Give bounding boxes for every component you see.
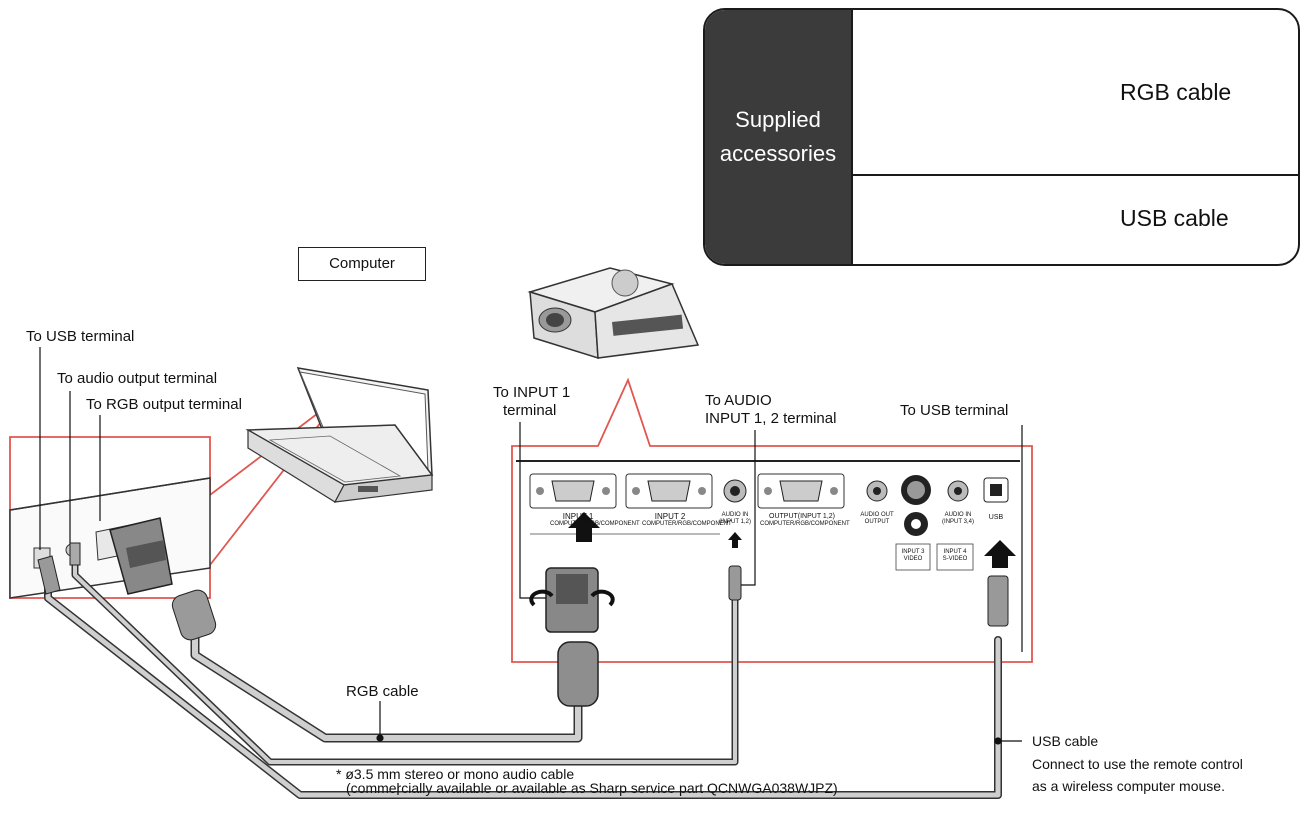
accessories-title-line2: accessories [719, 141, 837, 166]
callout-computer-audio: To audio output terminal [57, 370, 218, 387]
accessories-divider-vertical [851, 10, 853, 264]
projector-illustration [527, 267, 700, 360]
panel-label-input3-sub: VIDEO [903, 556, 923, 562]
projector-port-inset [511, 377, 1033, 663]
label-audio-cable-line2: (commercially available or available as … [346, 780, 838, 796]
panel-label-usb: USB [988, 514, 1004, 521]
computer-side-plugs [37, 517, 217, 641]
projector-callout-lines [519, 422, 1023, 652]
projector-side-plugs [529, 565, 1009, 707]
supplied-accessories-panel: Supplied accessories RGB cable USB cable [703, 8, 1300, 266]
panel-label-output-name: OUTPUT(INPUT 1,2) [769, 513, 835, 520]
panel-label-input3-name: INPUT 3 [901, 549, 925, 555]
accessories-heading: Supplied accessories [705, 10, 851, 264]
panel-label-output-sub: COMPUTER/RGB/COMPONENT [760, 521, 850, 527]
callout-computer-rgb: To RGB output terminal [86, 396, 242, 413]
panel-label-audio-out: AUDIO OUT OUTPUT [858, 512, 896, 526]
callout-audio-line2: INPUT 1, 2 terminal [705, 410, 837, 427]
panel-label-audio-in1-name: AUDIO IN [721, 512, 749, 518]
label-rgb-cable: RGB cable [346, 683, 419, 700]
panel-label-input1-name: INPUT 1 [562, 512, 594, 521]
label-usb-note-line1: Connect to use the remote control [1032, 756, 1243, 772]
panel-label-input1: INPUT 1 COMPUTER/RGB/COMPONENT [550, 512, 640, 528]
callout-input1-line2: terminal [503, 402, 557, 419]
callout-projector-usb: To USB terminal [900, 402, 1009, 419]
panel-label-input2-sub: COMPUTER/RGB/COMPONENT [642, 521, 732, 527]
panel-label-input4-sub: S-VIDEO [942, 556, 968, 562]
panel-label-audio-out-name: AUDIO OUT [860, 512, 894, 518]
label-usb-note-line2: as a wireless computer mouse. [1032, 778, 1225, 794]
panel-label-input2-name: INPUT 2 [654, 512, 686, 521]
panel-label-audio-in2-name: AUDIO IN [944, 512, 972, 518]
panel-label-audio-in1: AUDIO IN (INPUT 1,2) [717, 512, 753, 526]
panel-label-input3: INPUT 3 VIDEO [896, 549, 930, 563]
panel-label-input2: INPUT 2 COMPUTER/RGB/COMPONENT [642, 512, 732, 528]
panel-label-input1-sub: COMPUTER/RGB/COMPONENT [550, 521, 640, 527]
computer-label: Computer [298, 247, 426, 281]
computer-port-inset [9, 394, 343, 599]
panel-label-audio-in1-sub: (INPUT 1,2) [719, 519, 751, 525]
panel-label-input4: INPUT 4 S-VIDEO [937, 549, 973, 563]
panel-label-audio-in2-sub: (INPUT 3,4) [942, 519, 974, 525]
label-usb-cable: USB cable [1032, 733, 1099, 749]
accessories-title-line1: Supplied [735, 107, 821, 132]
panel-label-output: OUTPUT(INPUT 1,2) COMPUTER/RGB/COMPONENT [760, 512, 850, 528]
callout-computer-usb: To USB terminal [26, 328, 135, 345]
panel-label-audio-out-sub: OUTPUT [864, 519, 890, 525]
computer-callout-lines [39, 347, 101, 550]
callout-input1-line1: To INPUT 1 [493, 384, 571, 401]
accessory-usb-cable-label: USB cable [1120, 205, 1229, 231]
insert-arrows [568, 512, 1016, 568]
callout-audio-line1: To AUDIO [705, 392, 772, 409]
panel-label-audio-in2: AUDIO IN (INPUT 3,4) [939, 512, 977, 526]
accessories-divider-horizontal [851, 174, 1298, 176]
accessory-rgb-cable-label: RGB cable [1120, 79, 1232, 105]
label-audio-cable-line1: * ø3.5 mm stereo or mono audio cable [336, 766, 575, 782]
panel-label-input4-name: INPUT 4 [943, 549, 967, 555]
laptop-illustration [245, 367, 434, 503]
cable-label-lines [376, 701, 1022, 795]
